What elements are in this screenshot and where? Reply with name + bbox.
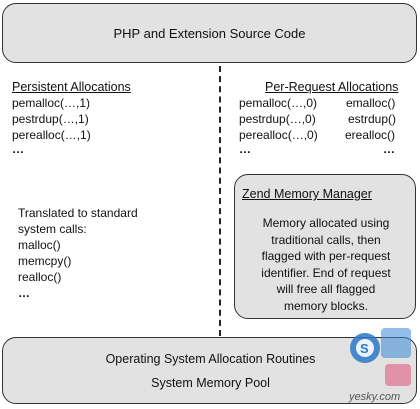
per-request-e-item: erealloc() — [345, 128, 396, 142]
per-request-pe-item: pemalloc(…,0) — [239, 96, 318, 110]
os-allocation-label: Operating System Allocation Routines — [105, 352, 316, 366]
zmm-line: traditional calls, then — [271, 232, 381, 247]
zend-memory-manager-title: Zend Memory Manager — [242, 187, 372, 201]
zmm-line: will free all flagged — [276, 282, 376, 296]
per-request-e-ellipsis: … — [383, 142, 395, 156]
persistent-item: pemalloc(…,1) — [12, 96, 91, 110]
translated-system-calls: Translated to standard system calls: mal… — [18, 205, 138, 301]
persistent-allocations-title: Persistent Allocations — [12, 80, 131, 94]
zmm-line: Memory allocated using — [262, 216, 390, 230]
source-code-label: PHP and Extension Source Code — [113, 25, 306, 41]
yesky-watermark-logo: S yesky.com — [345, 318, 418, 404]
svg-text:S: S — [360, 341, 369, 356]
per-request-allocations-title: Per-Request Allocations — [265, 80, 399, 94]
translated-line: Translated to standard — [18, 206, 138, 220]
persistent-item-ellipsis: … — [12, 142, 24, 156]
os-allocation-box: Operating System Allocation Routines Sys… — [2, 337, 417, 404]
persistent-item: perealloc(…,1) — [12, 128, 91, 142]
source-code-box: PHP and Extension Source Code — [2, 3, 417, 63]
translated-line: memcpy() — [18, 254, 72, 268]
translated-ellipsis: … — [18, 286, 30, 300]
dashed-divider — [219, 66, 221, 336]
per-request-pe-item: pestrdup(…,0) — [239, 112, 316, 126]
per-request-pe-item: perealloc(…,0) — [239, 128, 318, 142]
watermark-text: yesky.com — [348, 391, 400, 403]
zmm-line: identifier. End of request — [261, 265, 391, 280]
zend-memory-manager-box: Zend Memory Manager Memory allocated usi… — [234, 174, 416, 319]
per-request-e-item: estrdup() — [348, 112, 397, 126]
persistent-item: pestrdup(…,1) — [12, 112, 89, 126]
translated-line: system calls: — [18, 222, 87, 236]
zmm-line: memory blocks. — [283, 298, 369, 313]
translated-line: realloc() — [18, 270, 62, 284]
translated-line: malloc() — [18, 238, 61, 252]
per-request-pe-ellipsis: … — [239, 142, 251, 156]
watermark-logo-icon: S yesky.com — [348, 328, 411, 403]
per-request-e-item: emalloc() — [346, 96, 396, 110]
system-memory-pool-label: System Memory Pool — [151, 376, 270, 390]
zmm-line: flagged with per-request — [261, 249, 391, 263]
zend-memory-manager-description: Memory allocated using traditional calls… — [235, 215, 417, 314]
